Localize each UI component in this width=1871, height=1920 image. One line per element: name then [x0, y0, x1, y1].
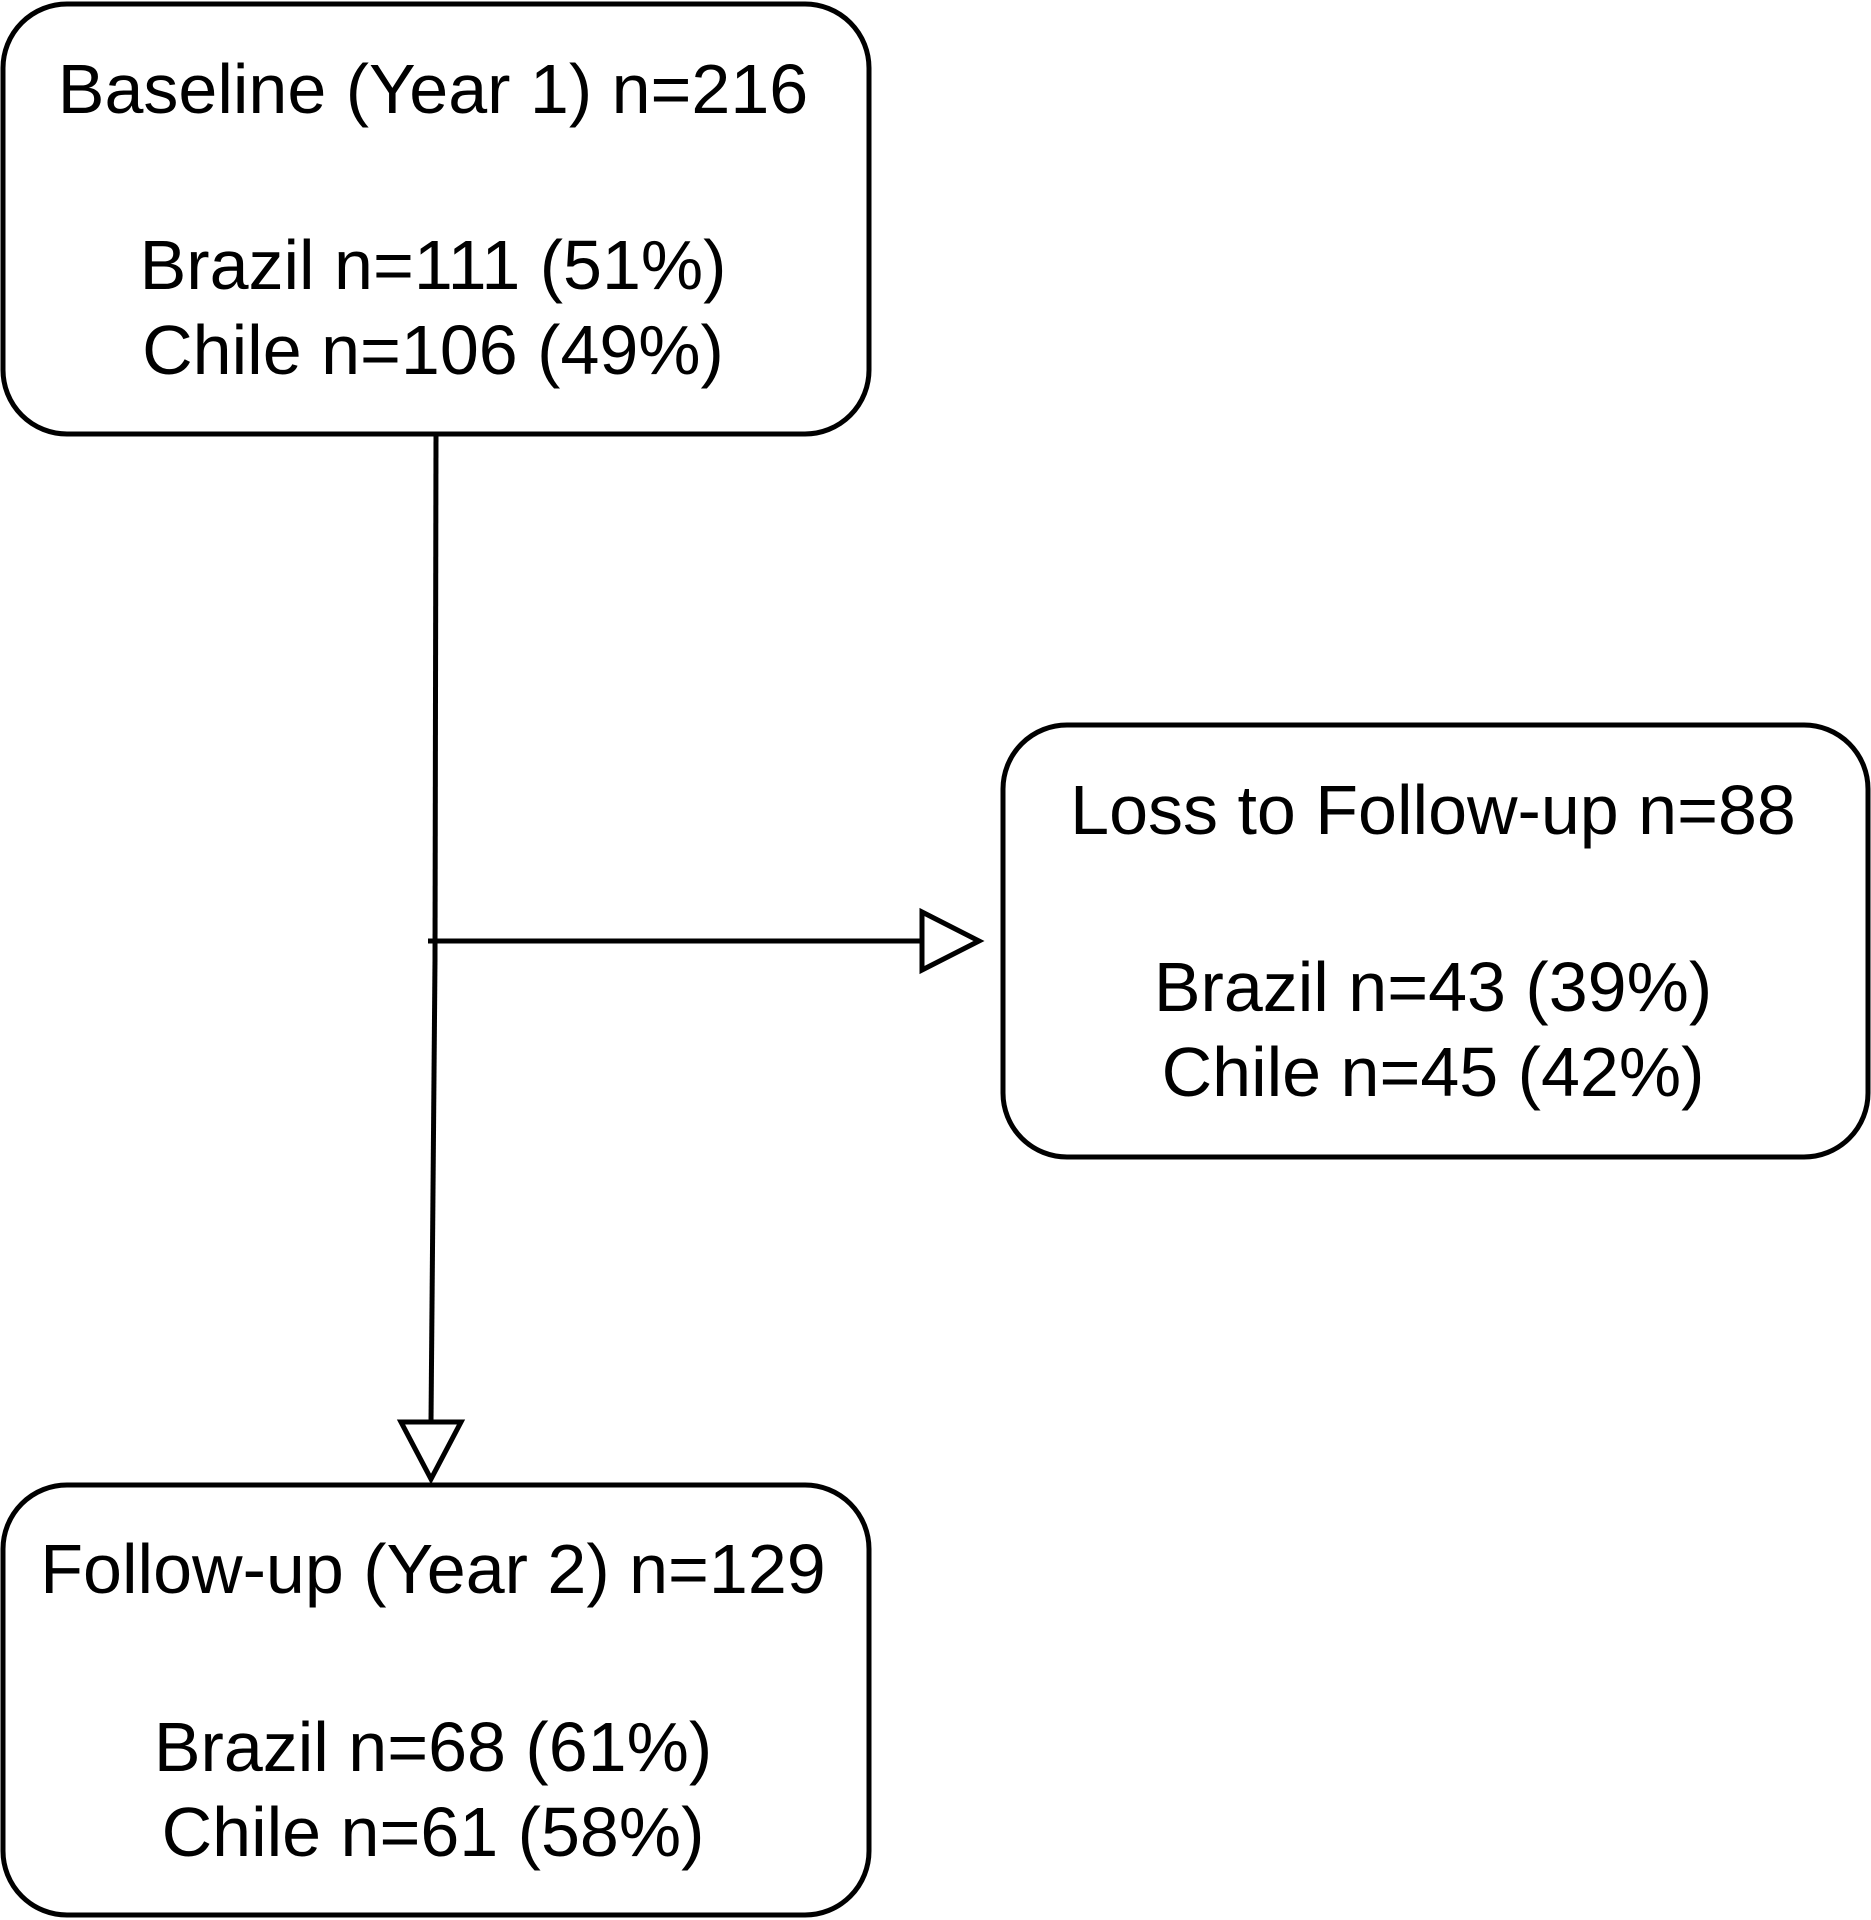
node-followup-box: [0, 1482, 872, 1918]
node-baseline-line2: Chile n=106 (49%): [142, 311, 724, 389]
node-baseline: Baseline (Year 1) n=216 Brazil n=111 (51…: [0, 1, 872, 437]
node-loss-box: [1000, 722, 1871, 1160]
node-loss-title: Loss to Follow-up n=88: [1070, 771, 1796, 849]
node-baseline-line1: Brazil n=111 (51%): [140, 226, 727, 304]
node-followup-title: Follow-up (Year 2) n=129: [40, 1530, 825, 1608]
node-followup-line1: Brazil n=68 (61%): [154, 1708, 712, 1786]
connector-baseline-to-followup-upper: [432, 433, 439, 961]
arrowhead-right-icon: [919, 907, 985, 975]
node-loss-line1: Brazil n=43 (39%): [1154, 948, 1712, 1026]
arrowhead-down-icon: [396, 1419, 466, 1485]
node-baseline-title: Baseline (Year 1) n=216: [58, 50, 808, 128]
node-baseline-box: [0, 1, 872, 437]
connector-baseline-to-followup-lower: [428, 959, 438, 1423]
node-loss-to-followup: Loss to Follow-up n=88 Brazil n=43 (39%)…: [1000, 722, 1871, 1160]
node-followup-line2: Chile n=61 (58%): [162, 1793, 705, 1871]
node-loss-line2: Chile n=45 (42%): [1162, 1033, 1705, 1111]
node-followup: Follow-up (Year 2) n=129 Brazil n=68 (61…: [0, 1482, 872, 1918]
